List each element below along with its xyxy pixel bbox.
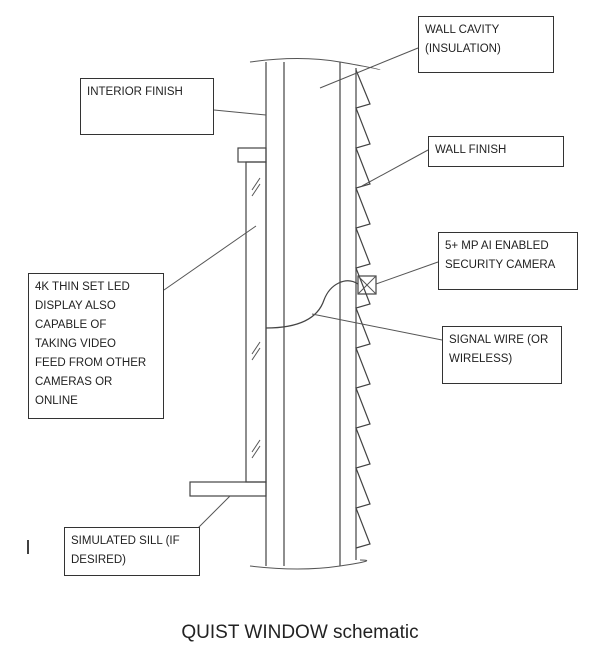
diagram-caption: QUIST WINDOW schematic [181,622,419,643]
label-simulated-sill: SIMULATED SILL (IF DESIRED) [64,527,200,576]
display-top-bracket [237,147,267,163]
label-interior-finish: INTERIOR FINISH [80,78,214,135]
label-security-camera: 5+ MP AI ENABLED SECURITY CAMERA [438,232,578,290]
glare-mark [251,177,261,191]
glare-mark [251,183,261,197]
label-wall-cavity: WALL CAVITY (INSULATION) [418,16,554,73]
leader-signal-wire [311,313,443,341]
glare-mark [251,347,261,361]
label-signal-wire: SIGNAL WIRE (OR WIRELESS) [442,326,562,384]
leader-wall-cavity [319,47,419,89]
security-camera-lens-b [357,275,377,295]
wall-finish-siding [355,69,371,549]
top-break-line [249,58,381,71]
glare-mark [251,341,261,355]
label-wall-finish: WALL FINISH [428,136,564,167]
glare-mark [251,439,261,453]
signal-wire [265,280,359,329]
led-display-panel [245,161,267,483]
label-led-display: 4K THIN SET LED DISPLAY ALSO CAPABLE OF … [28,273,164,419]
leader-led-display [163,225,257,291]
leader-security-camera [375,261,439,285]
leader-wall-finish [361,149,429,187]
security-camera-housing [357,275,377,295]
leader-simulated-sill [197,495,231,529]
bottom-break-line [249,559,368,570]
leader-interior-finish [213,109,267,116]
simulated-sill [189,481,267,497]
glare-mark [251,445,261,459]
